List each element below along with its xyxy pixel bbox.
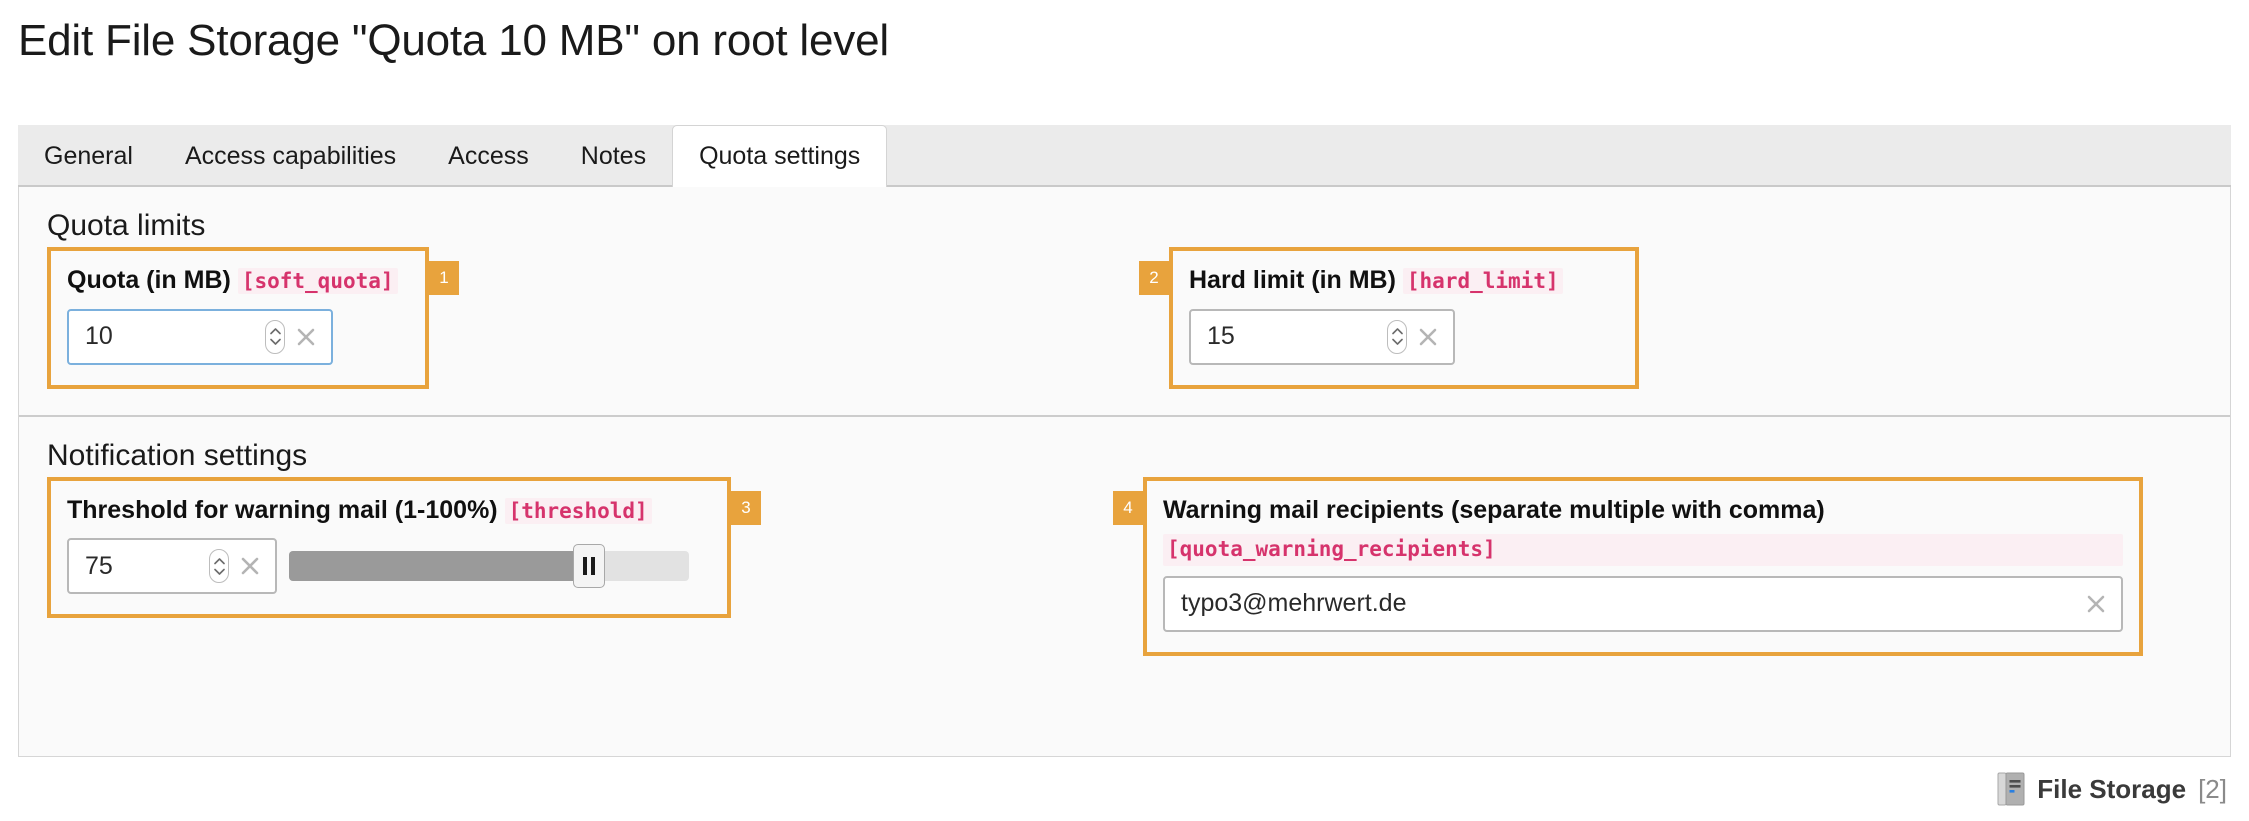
footer-label: File Storage — [2037, 773, 2187, 804]
quota-limits-row: 1 Quota (in MB) [soft_quota] — [19, 247, 2230, 415]
threshold-slider-fill — [289, 551, 589, 581]
label-warning-recipients: Warning mail recipients (separate multip… — [1163, 493, 2123, 566]
annotation-badge-2: 2 — [1139, 261, 1169, 295]
label-threshold: Threshold for warning mail (1-100%) [thr… — [67, 493, 711, 529]
section-quota-limits: Quota limits 1 Quota (in MB) [soft_quota… — [19, 187, 2230, 415]
quota-settings-panel: Quota limits 1 Quota (in MB) [soft_quota… — [18, 187, 2231, 757]
close-icon[interactable] — [1411, 320, 1445, 354]
tab-general[interactable]: General — [18, 125, 159, 187]
close-icon[interactable] — [289, 320, 323, 354]
annotation-badge-1: 1 — [429, 261, 459, 295]
grip-line — [591, 557, 595, 575]
annotation-badge-4: 4 — [1113, 490, 1143, 525]
notification-settings-row: 3 Threshold for warning mail (1-100%) [t… — [19, 476, 2230, 682]
tab-strip: General Access capabilities Access Notes… — [18, 125, 2231, 189]
footer-count: [2] — [2198, 773, 2227, 804]
highlight-box-threshold: 3 Threshold for warning mail (1-100%) [t… — [47, 476, 761, 618]
tab-list: General Access capabilities Access Notes… — [18, 125, 888, 189]
close-icon[interactable] — [2079, 587, 2113, 621]
spinner-icon[interactable] — [265, 319, 285, 354]
input-wrap-hard-limit[interactable] — [1189, 308, 1455, 365]
soft-quota-input[interactable] — [69, 310, 265, 363]
section-title-quota-limits: Quota limits — [47, 209, 206, 242]
tab-access[interactable]: Access — [422, 125, 555, 187]
threshold-slider[interactable] — [289, 544, 689, 588]
highlight-box-warning-recipients: 4 Warning mail recipients (separate mult… — [1113, 476, 2143, 656]
close-icon[interactable] — [233, 549, 267, 583]
label-hard-limit-text: Hard limit (in MB) — [1189, 266, 1396, 294]
field-key-soft-quota: [soft_quota] — [237, 268, 398, 294]
input-wrap-warning-recipients[interactable] — [1163, 575, 2123, 632]
tab-notes[interactable]: Notes — [555, 125, 672, 187]
tab-access-capabilities[interactable]: Access capabilities — [159, 125, 422, 187]
spinner-icon[interactable] — [209, 549, 229, 583]
grip-line — [583, 557, 587, 575]
input-wrap-soft-quota[interactable] — [67, 308, 333, 365]
threshold-slider-handle[interactable] — [573, 544, 605, 588]
page-title: Edit File Storage "Quota 10 MB" on root … — [18, 16, 889, 65]
section-title-notification-settings: Notification settings — [47, 438, 308, 472]
label-hard-limit: Hard limit (in MB) [hard_limit] — [1189, 263, 1619, 299]
highlight-box-hard-limit: 2 Hard limit (in MB) [hard_limit] — [1139, 247, 1639, 389]
input-wrap-threshold[interactable] — [67, 538, 277, 594]
label-threshold-text: Threshold for warning mail (1-100%) — [67, 495, 498, 524]
section-notification-settings: Notification settings 3 Threshold for wa… — [19, 417, 2230, 682]
annotation-badge-3: 3 — [731, 490, 761, 525]
threshold-control-group — [67, 538, 689, 594]
field-key-threshold: [threshold] — [504, 497, 652, 524]
record-info-footer: File Storage [2] — [1997, 772, 2227, 806]
field-key-hard-limit: [hard_limit] — [1402, 268, 1563, 294]
field-key-warning-recipients: [quota_warning_recipients] — [1163, 534, 2123, 566]
tab-quota-settings[interactable]: Quota settings — [672, 125, 888, 189]
section-divider — [19, 414, 2230, 417]
label-soft-quota-text: Quota (in MB) — [67, 266, 231, 294]
warning-recipients-input[interactable] — [1165, 577, 2079, 630]
spinner-icon[interactable] — [1387, 319, 1407, 354]
highlight-box-soft-quota: 1 Quota (in MB) [soft_quota] — [47, 247, 459, 389]
hard-limit-input[interactable] — [1191, 310, 1387, 363]
file-storage-icon — [1997, 772, 2025, 806]
label-warning-recipients-text: Warning mail recipients (separate multip… — [1163, 495, 1825, 524]
threshold-input[interactable] — [69, 540, 209, 592]
label-soft-quota: Quota (in MB) [soft_quota] — [67, 263, 409, 299]
